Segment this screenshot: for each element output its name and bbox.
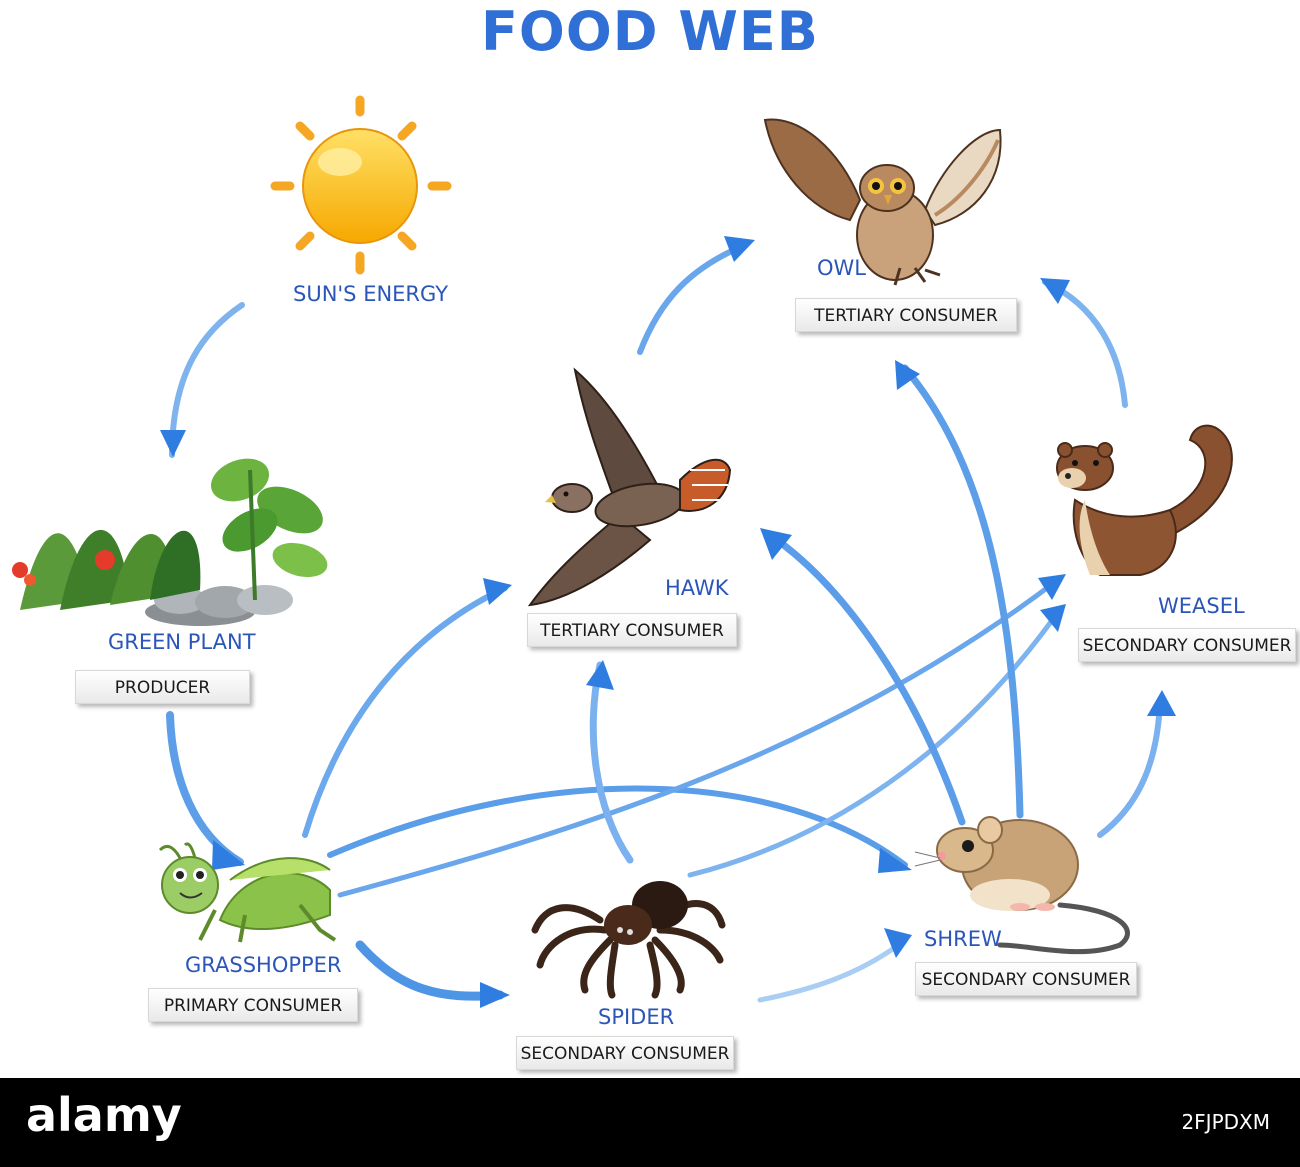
arrow-plant-to-grasshopper xyxy=(166,711,244,866)
shrew-icon xyxy=(914,816,1130,955)
grasshopper-icon xyxy=(158,842,337,943)
hawk-icon xyxy=(527,367,732,607)
weasel-name-label: WEASEL xyxy=(1158,594,1245,618)
grasshopper-role-badge: PRIMARY CONSUMER xyxy=(148,988,358,1022)
arrow-grasshopper-to-hawk xyxy=(302,585,508,838)
page-title: FOOD WEB xyxy=(481,0,819,63)
watermark-footer: alamy 2FJPDXM xyxy=(0,1078,1300,1167)
arrow-grasshopper-to-weasel xyxy=(337,579,1058,898)
arrow-shrew-to-weasel xyxy=(1097,697,1163,838)
plant-role-badge: PRODUCER xyxy=(75,670,250,704)
owl-role-badge: TERTIARY CONSUMER xyxy=(795,298,1017,332)
arrow-spider-to-hawk-head xyxy=(586,660,614,690)
arrow-layer xyxy=(160,236,1176,1008)
arrow-spider-to-shrew xyxy=(757,937,908,1003)
arrow-grasshopper-to-weasel-head xyxy=(1038,574,1066,600)
arrow-shrew-to-weasel-head xyxy=(1147,690,1176,716)
arrow-hawk-to-owl-head xyxy=(724,236,755,262)
grasshopper-name-label: GRASSHOPPER xyxy=(185,953,342,977)
green-plant-icon xyxy=(12,458,328,626)
shrew-name-label: SHREW xyxy=(924,927,1002,951)
plant-name-label: GREEN PLANT xyxy=(108,630,256,654)
weasel-role-badge: SECONDARY CONSUMER xyxy=(1078,628,1296,662)
hawk-name-label: HAWK xyxy=(665,576,729,600)
image-id-label: 2FJPDXM xyxy=(1181,1110,1270,1134)
hawk-role-badge: TERTIARY CONSUMER xyxy=(527,613,737,647)
sun-label: SUN'S ENERGY xyxy=(293,282,449,306)
shrew-role-badge: SECONDARY CONSUMER xyxy=(915,962,1137,996)
arrow-sun-to-plant xyxy=(169,302,245,458)
arrow-shrew-to-hawk xyxy=(766,531,966,826)
arrow-grasshopper-to-spider-head xyxy=(480,982,510,1008)
owl-icon xyxy=(763,118,1002,286)
spider-icon xyxy=(531,881,726,999)
weasel-icon xyxy=(1056,424,1233,576)
arrow-spider-to-weasel xyxy=(687,609,1061,878)
spider-role-badge: SECONDARY CONSUMER xyxy=(516,1036,734,1070)
owl-name-label: OWL xyxy=(817,256,866,280)
arrow-hawk-to-owl xyxy=(637,242,748,355)
arrow-shrew-to-owl xyxy=(901,364,1024,819)
arrow-plant-to-grasshopper-head xyxy=(212,840,245,870)
arrow-spider-to-shrew-head xyxy=(884,928,912,958)
arrow-spider-to-hawk xyxy=(589,661,634,864)
arrow-grasshopper-to-spider xyxy=(355,940,505,1001)
spider-name-label: SPIDER xyxy=(598,1005,675,1029)
arrow-grasshopper-to-shrew-head xyxy=(878,848,912,873)
food-web-diagram: FOOD WEB SUN'S ENERGY GREEN PLANT PRODUC… xyxy=(12,0,1296,1070)
arrow-shrew-to-hawk-head xyxy=(760,528,792,560)
arrow-grasshopper-to-shrew xyxy=(327,785,908,868)
arrow-weasel-to-owl-head xyxy=(1040,278,1070,304)
arrow-spider-to-weasel-head xyxy=(1040,604,1066,632)
arrow-shrew-to-owl-head xyxy=(895,360,920,390)
arrow-grasshopper-to-hawk-head xyxy=(483,578,512,605)
sun-icon xyxy=(270,95,452,275)
food-web-canvas xyxy=(12,95,1233,1008)
alamy-logo: alamy xyxy=(26,1088,182,1142)
arrow-sun-to-plant-head xyxy=(160,430,186,457)
